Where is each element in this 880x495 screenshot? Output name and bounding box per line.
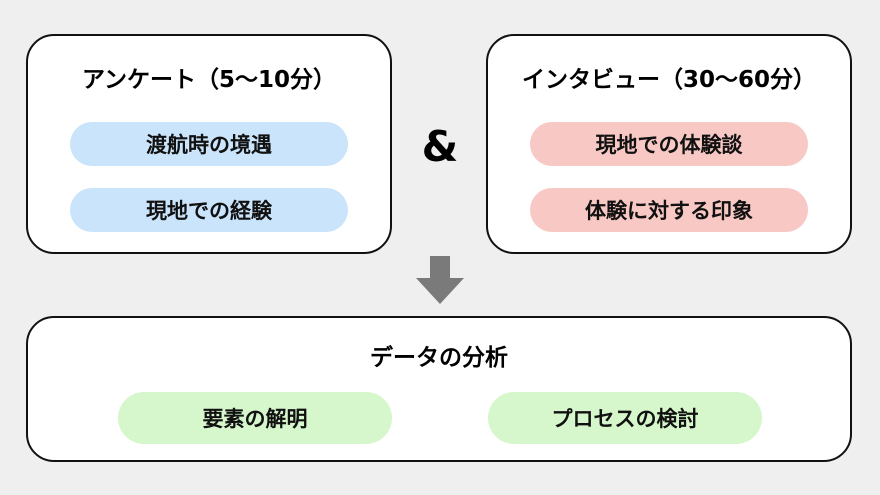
ampersand-connector: &	[421, 122, 459, 171]
interview-box: インタビュー（30〜60分） 現地での体験談 体験に対する印象	[486, 34, 852, 254]
analysis-item-element-clarification: 要素の解明	[118, 392, 392, 444]
analysis-item-process-review: プロセスの検討	[488, 392, 762, 444]
interview-title: インタビュー（30〜60分）	[521, 67, 816, 93]
down-arrow-icon	[416, 256, 464, 304]
interview-item-local-stories: 現地での体験談	[530, 122, 808, 166]
survey-item-travel-circumstances: 渡航時の境遇	[70, 122, 348, 166]
survey-item-local-experience: 現地での経験	[70, 188, 348, 232]
analysis-title: データの分析	[370, 345, 508, 371]
survey-box: アンケート（5〜10分） 渡航時の境遇 現地での経験	[26, 34, 392, 254]
interview-item-impressions: 体験に対する印象	[530, 188, 808, 232]
survey-title: アンケート（5〜10分）	[81, 67, 337, 93]
analysis-box: データの分析 要素の解明 プロセスの検討	[26, 316, 852, 462]
